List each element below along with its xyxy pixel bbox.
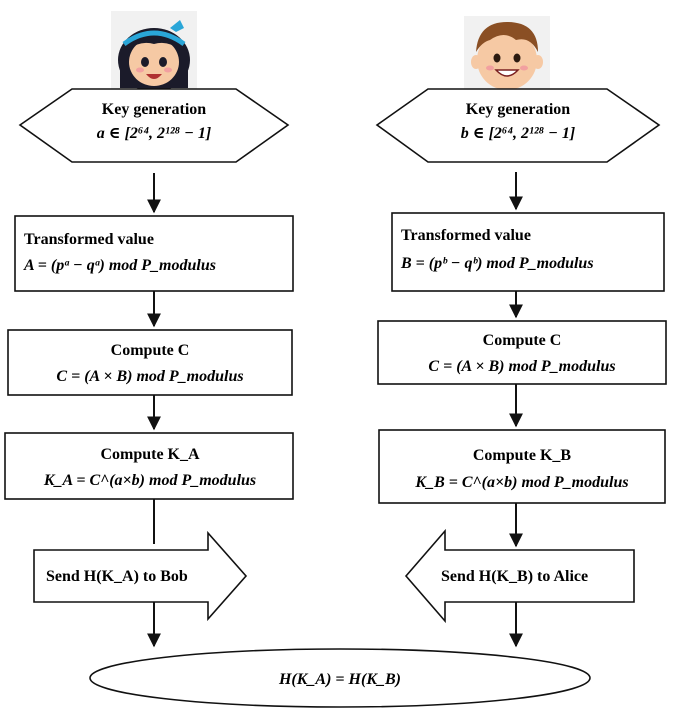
right-keygen-formula: b ∈ [2⁶⁴, 2¹²⁸ − 1] — [461, 125, 575, 142]
result-ellipse — [89, 648, 591, 708]
girl-avatar-icon — [111, 11, 197, 92]
left-compute-c-box — [7, 329, 293, 396]
boy-avatar-icon — [464, 16, 550, 94]
left-keygen-title: Key generation — [102, 101, 207, 118]
left-transformed-title: Transformed value — [24, 231, 154, 248]
left-keygen-hexagon — [18, 88, 290, 163]
right-compute-c-formula: C = (A × B) mod P_modulus — [428, 358, 615, 375]
right-transformed-formula: B = (pᵇ − qᵇ) mod P_modulus — [400, 255, 594, 272]
left-compute-k-box — [4, 432, 294, 500]
left-transformed-formula: A = (pᵃ − qᵃ) mod P_modulus — [23, 257, 216, 274]
result-formula: H(K_A) = H(K_B) — [278, 671, 401, 688]
send-to-alice-arrow — [404, 528, 635, 624]
left-compute-c-title: Compute C — [111, 342, 190, 359]
right-compute-c-box — [377, 320, 667, 385]
left-keygen-formula: a ∈ [2⁶⁴, 2¹²⁸ − 1] — [97, 125, 211, 142]
right-transformed-title: Transformed value — [401, 227, 531, 244]
send-to-bob-arrow — [33, 530, 248, 622]
right-keygen-title: Key generation — [466, 101, 571, 118]
right-keygen-hexagon — [375, 88, 661, 163]
right-compute-c-title: Compute C — [483, 332, 562, 349]
left-compute-k-formula: K_A = C^(a×b) mod P_modulus — [43, 472, 256, 489]
send-to-alice-label: Send H(K_B) to Alice — [441, 568, 588, 585]
right-compute-k-box — [378, 429, 666, 504]
left-compute-c-formula: C = (A × B) mod P_modulus — [56, 368, 243, 385]
right-compute-k-title: Compute K_B — [473, 447, 572, 464]
left-transformed-box — [14, 215, 294, 292]
left-compute-k-title: Compute K_A — [100, 446, 200, 463]
right-compute-k-formula: K_B = C^(a×b) mod P_modulus — [414, 474, 628, 491]
send-to-bob-label: Send H(K_A) to Bob — [46, 568, 188, 585]
right-transformed-box — [391, 212, 665, 292]
